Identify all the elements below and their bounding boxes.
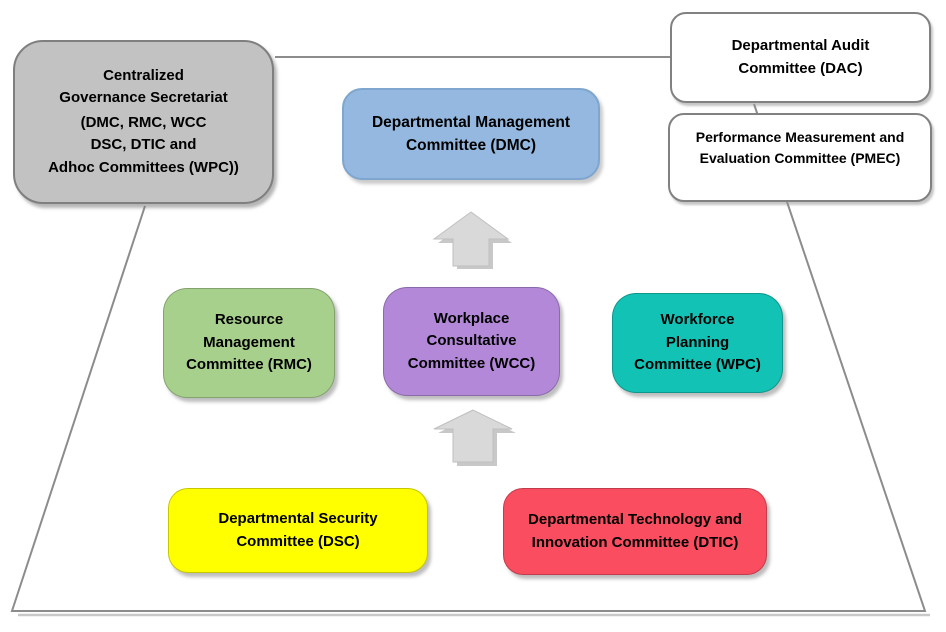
node-label-line: Evaluation Committee (PMEC) bbox=[699, 150, 901, 166]
node-label-line: (DMC, RMC, WCC bbox=[80, 113, 207, 131]
node-label-line: Workplace bbox=[433, 309, 510, 327]
node-label-line: Committee (RMC) bbox=[186, 356, 312, 374]
node-departmental-technology-innovation-committee: Departmental Technology and Innovation C… bbox=[503, 488, 767, 575]
node-workforce-planning-committee: Workforce Planning Committee (WPC) bbox=[612, 293, 783, 393]
node-label-line: Innovation Committee (DTIC) bbox=[531, 533, 739, 551]
node-label-line: Committee (WPC) bbox=[634, 356, 761, 374]
node-label-line: Committee (DSC) bbox=[236, 532, 360, 550]
node-label-line: Departmental Technology and bbox=[528, 511, 742, 528]
node-label-line: Planning bbox=[665, 333, 730, 351]
node-departmental-security-committee: Departmental Security Committee (DSC) bbox=[168, 488, 428, 573]
node-performance-measurement-evaluation-committee: Performance Measurement and Evaluation C… bbox=[668, 113, 932, 202]
node-label-line: Committee (DAC) bbox=[738, 59, 863, 77]
node-label-line: Departmental Audit bbox=[731, 37, 870, 54]
node-label-line: Management bbox=[203, 333, 295, 351]
node-label-line: DSC, DTIC and bbox=[90, 136, 197, 154]
node-label-line: Governance Secretariat bbox=[59, 89, 228, 107]
node-label-line: Consultative bbox=[426, 332, 517, 350]
node-label-line: Resource bbox=[214, 311, 284, 329]
node-label-line: Committee (WCC) bbox=[407, 354, 536, 372]
up-arrow-icon bbox=[433, 409, 513, 463]
node-label-line: Centralized bbox=[103, 66, 184, 84]
node-departmental-audit-committee: Departmental Audit Committee (DAC) bbox=[670, 12, 931, 103]
node-workplace-consultative-committee: Workplace Consultative Committee (WCC) bbox=[383, 287, 560, 396]
node-label-line: Committee (DMC) bbox=[405, 137, 537, 154]
node-resource-management-committee: Resource Management Committee (RMC) bbox=[163, 288, 335, 398]
node-label-line: Performance Measurement and bbox=[695, 129, 905, 145]
node-label-line: Adhoc Committees (WPC)) bbox=[48, 158, 239, 176]
trapezoid-outline bbox=[10, 103, 927, 612]
node-centralized-governance-secretariat: Centralized Governance Secretariat (DMC,… bbox=[13, 40, 274, 204]
up-arrow-icon bbox=[432, 211, 510, 267]
node-departmental-management-committee: Departmental Management Committee (DMC) bbox=[342, 88, 600, 180]
node-label-line: Workforce bbox=[660, 311, 735, 329]
node-label-line: Departmental Management bbox=[371, 113, 571, 131]
node-label-line: Departmental Security bbox=[218, 510, 378, 527]
